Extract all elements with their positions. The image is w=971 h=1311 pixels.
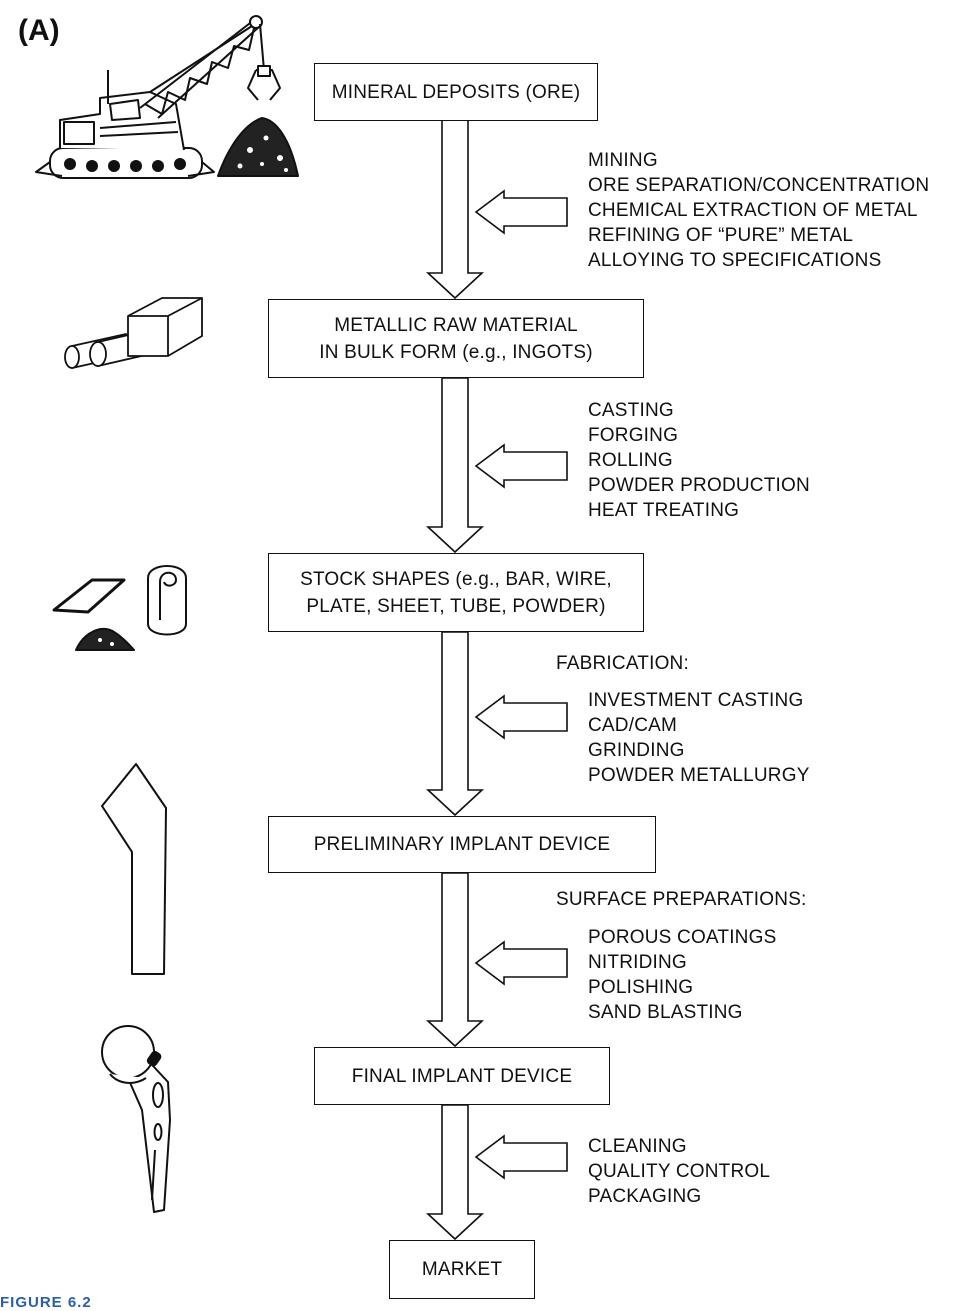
process-step: CAD/CAM <box>588 715 678 736</box>
process-steps-3: INVESTMENT CASTING CAD/CAM GRINDING POWD… <box>588 688 810 788</box>
stage-box-market: MARKET <box>389 1240 535 1299</box>
process-steps-1: MINING ORE SEPARATION/CONCENTRATION CHEM… <box>588 148 929 273</box>
process-step: MINING <box>588 150 658 171</box>
process-steps-4: POROUS COATINGS NITRIDING POLISHING SAND… <box>588 925 776 1025</box>
left-arrow-4 <box>474 940 568 986</box>
stage-label: STOCK SHAPES (e.g., BAR, WIRE, <box>300 568 612 590</box>
stock-shapes-illustration <box>52 565 187 651</box>
down-arrow-1 <box>425 119 485 300</box>
process-step: CASTING <box>588 400 674 421</box>
process-step: ORE SEPARATION/CONCENTRATION <box>588 175 930 196</box>
process-step: NITRIDING <box>588 952 687 973</box>
process-step: HEAT TREATING <box>588 500 740 521</box>
down-arrow-3 <box>425 631 485 817</box>
stage-label: FINAL IMPLANT DEVICE <box>351 1065 573 1087</box>
crane-illustration <box>35 15 299 179</box>
stage-box-raw-material: METALLIC RAW MATERIAL IN BULK FORM (e.g.,… <box>268 299 644 378</box>
figure-caption: FIGURE 6.2 <box>0 1294 92 1311</box>
down-arrow-5 <box>425 1104 485 1241</box>
down-arrow-4 <box>425 872 485 1048</box>
stage-box-final-implant: FINAL IMPLANT DEVICE <box>314 1047 610 1105</box>
stage-label: MINERAL DEPOSITS (ORE) <box>331 81 581 103</box>
panel-label: (A) <box>18 14 60 47</box>
stage-label: PRELIMINARY IMPLANT DEVICE <box>313 834 611 855</box>
stage-label: METALLIC RAW MATERIAL <box>334 314 578 336</box>
process-step: SAND BLASTING <box>588 1002 743 1023</box>
process-step: CHEMICAL EXTRACTION OF METAL <box>588 200 918 221</box>
stage-label: PLATE, SHEET, TUBE, POWDER) <box>306 595 606 617</box>
process-step: QUALITY CONTROL <box>588 1161 771 1182</box>
ingots-illustration <box>64 297 203 369</box>
process-step: ALLOYING TO SPECIFICATIONS <box>588 250 882 271</box>
process-steps-5: CLEANING QUALITY CONTROL PACKAGING <box>588 1134 770 1209</box>
process-heading-fabrication: FABRICATION: <box>556 653 689 674</box>
process-step: CLEANING <box>588 1136 687 1157</box>
left-arrow-3 <box>474 694 568 740</box>
process-step: PACKAGING <box>588 1186 702 1207</box>
process-step: REFINING OF “PURE” METAL <box>588 225 854 246</box>
hip-implant-illustration <box>101 1025 171 1213</box>
process-step: GRINDING <box>588 740 685 761</box>
process-step: FORGING <box>588 425 679 446</box>
process-step: POWDER METALLURGY <box>588 765 810 786</box>
left-arrow-5 <box>474 1134 568 1180</box>
process-steps-2: CASTING FORGING ROLLING POWDER PRODUCTIO… <box>588 398 810 523</box>
stage-label: MARKET <box>421 1259 503 1280</box>
left-arrow-2 <box>474 443 568 489</box>
process-step: POLISHING <box>588 977 694 998</box>
process-step: POWDER PRODUCTION <box>588 475 810 496</box>
process-step: INVESTMENT CASTING <box>588 690 804 711</box>
femoral-stem-blank-illustration <box>101 763 167 975</box>
stage-box-mineral-deposits: MINERAL DEPOSITS (ORE) <box>314 63 598 121</box>
stage-label: IN BULK FORM (e.g., INGOTS) <box>319 341 593 363</box>
process-step: ROLLING <box>588 450 673 471</box>
process-step: POROUS COATINGS <box>588 927 777 948</box>
down-arrow-2 <box>425 377 485 554</box>
stage-box-stock-shapes: STOCK SHAPES (e.g., BAR, WIRE, PLATE, SHE… <box>268 553 644 632</box>
process-heading-surface-preparations: SURFACE PREPARATIONS: <box>556 889 807 910</box>
left-arrow-1 <box>474 189 568 235</box>
stage-box-preliminary-implant: PRELIMINARY IMPLANT DEVICE <box>268 816 656 873</box>
